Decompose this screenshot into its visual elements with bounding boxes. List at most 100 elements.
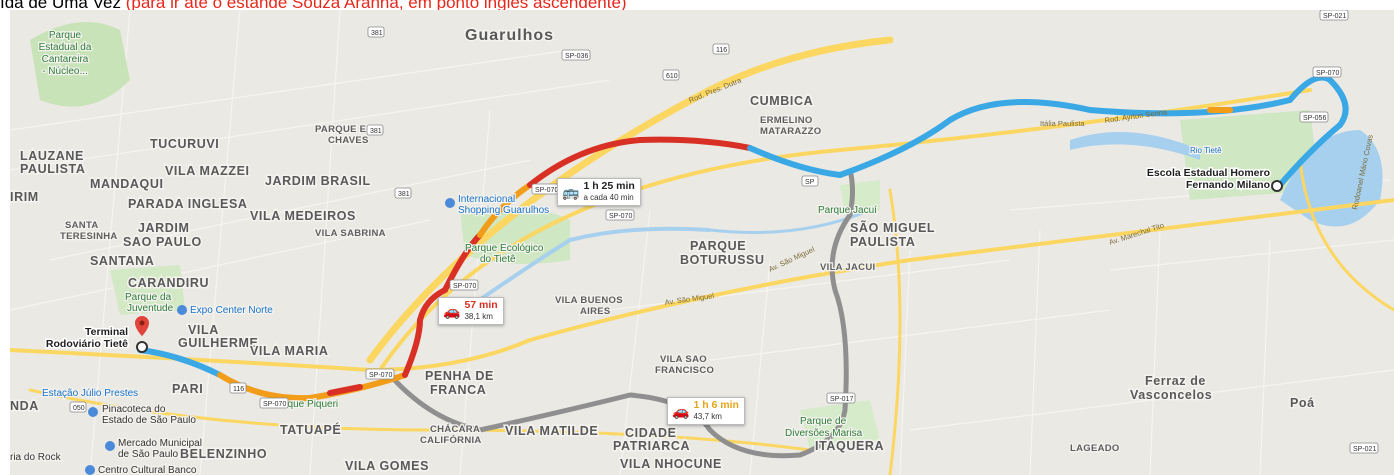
label-boturussu: BOTURUSSU xyxy=(680,253,765,267)
label-shopping-guarulhos: Shopping Guarulhos xyxy=(458,205,549,216)
svg-text:SP-070: SP-070 xyxy=(535,187,558,194)
origin-dot-icon[interactable] xyxy=(136,341,148,353)
highways xyxy=(8,36,1394,475)
park-labels: Parque Estadual da Cantareira - Núcleo..… xyxy=(37,29,878,441)
label-vila-sabrina: VILA SABRINA xyxy=(315,228,386,239)
route-primary-distance: 38,1 km xyxy=(464,312,493,321)
destination-pin[interactable]: Escola Estadual Homero Fernando Milano xyxy=(1145,166,1283,193)
svg-text:SP-017: SP-017 xyxy=(830,396,853,403)
label-vila-mazzei: VILA MAZZEI xyxy=(165,164,250,178)
shield-381-a: 381 xyxy=(367,26,385,38)
shield-sp070-f: SP-070 xyxy=(1312,66,1342,78)
svg-text:381: 381 xyxy=(371,30,383,37)
route-alt-time: 1 h 6 min xyxy=(693,399,739,411)
label-diversoes-marisa: Diversões Marisa xyxy=(785,428,863,439)
bus-icon: 🚌 xyxy=(562,184,580,200)
label-chaves: CHAVES xyxy=(328,135,369,146)
route-transit-frequency: a cada 40 min xyxy=(583,193,634,202)
label-mandaqui: MANDAQUI xyxy=(90,177,164,191)
label-guilherme: GUILHERME xyxy=(178,336,258,350)
shopping-icon[interactable] xyxy=(445,198,455,208)
label-parque-da: Parque da xyxy=(125,292,172,303)
shield-sp017: SP-017 xyxy=(826,392,856,404)
origin-marker-icon[interactable] xyxy=(135,316,149,336)
map-svg: Guarulhos CUMBICA ERMELINO MATARAZZO TUC… xyxy=(8,9,1394,475)
market-icon[interactable] xyxy=(105,441,115,451)
label-vila-buenos: VILA BUENOS xyxy=(555,295,623,306)
label-ferraz-de: Ferraz de xyxy=(1145,374,1206,388)
label-poa: Poá xyxy=(1290,396,1315,410)
image-caption: Ida de Uma Vez (para ir até o estande So… xyxy=(0,0,627,12)
alternate-route-line[interactable] xyxy=(388,169,855,459)
label-teresinha: TERESINHA xyxy=(60,231,118,242)
label-parque-estadual-2: Estadual da xyxy=(39,42,92,53)
destination-label-2: Fernando Milano xyxy=(1186,179,1270,191)
label-vila-jacui: VILA JACUI xyxy=(820,262,875,273)
destination-dot-icon[interactable] xyxy=(1271,180,1283,192)
label-aires: AIRES xyxy=(580,306,611,317)
label-cidade: CIDADE xyxy=(625,426,677,440)
route-primary-time: 57 min xyxy=(464,299,498,311)
label-sao-paulo: SAO PAULO xyxy=(123,235,202,249)
district-labels: Guarulhos CUMBICA ERMELINO MATARAZZO TUC… xyxy=(9,26,1316,475)
label-parada-inglesa: PARADA INGLESA xyxy=(128,197,248,211)
route-callout-alt[interactable]: 🚗 1 h 6 min 43,7 km xyxy=(667,397,745,425)
museum-icon[interactable] xyxy=(88,407,98,417)
shield-sp070-b: SP-070 xyxy=(605,209,635,221)
label-parque-estadual-3: Cantareira xyxy=(42,54,89,65)
road-italia-paulista: Itália Paulista xyxy=(1040,119,1085,128)
primary-route-line[interactable] xyxy=(137,74,1349,402)
label-pinacoteca: Pinacoteca do xyxy=(102,404,166,415)
label-vila-sao: VILA SAO xyxy=(660,354,707,365)
shield-sp056: SP-056 xyxy=(1299,111,1329,123)
label-juventude: Juventude xyxy=(127,303,174,314)
caption-note: (para ir até o estande Souza Aranha, em … xyxy=(125,0,627,12)
label-cumbica: CUMBICA xyxy=(750,94,813,108)
route-alt-distance: 43,7 km xyxy=(693,412,722,421)
shield-sp021-b: SP-021 xyxy=(1349,442,1379,454)
label-parque: PARQUE xyxy=(690,239,746,253)
label-lageado: LAGEADO xyxy=(1070,443,1120,454)
svg-text:SP: SP xyxy=(805,179,815,186)
svg-text:SP-070: SP-070 xyxy=(263,401,286,408)
label-parque-estadual-1: Parque xyxy=(49,30,82,41)
label-do-tiete: do Tietê xyxy=(480,254,516,265)
label-vila-matilde: VILA MATILDE xyxy=(505,424,598,438)
label-vasconcelos: Vasconcelos xyxy=(1130,388,1212,402)
label-santa: SANTA xyxy=(65,220,99,231)
shield-381-b: 381 xyxy=(366,124,384,136)
origin-label-1: Terminal xyxy=(85,326,128,338)
label-itaquera: ITAQUERA xyxy=(815,439,884,453)
shield-sp070-a: SP-070 xyxy=(531,183,561,195)
label-franca: FRANCA xyxy=(430,383,486,397)
label-parque-ecologico: Parque Ecológico xyxy=(465,243,544,254)
label-paulista-2: PAULISTA xyxy=(850,235,915,249)
label-galeria-do-rock: ria do Rock xyxy=(10,452,62,463)
svg-text:381: 381 xyxy=(370,128,382,135)
label-lauzane: LAUZANE xyxy=(20,149,84,163)
shield-381-c: 381 xyxy=(394,187,412,199)
map-canvas[interactable]: Guarulhos CUMBICA ERMELINO MATARAZZO TUC… xyxy=(8,9,1394,475)
label-vila: VILA xyxy=(188,323,219,337)
label-ermelino: ERMELINO xyxy=(760,115,813,126)
label-jardim-brasil: JARDIM BRASIL xyxy=(265,174,371,188)
route-callout-transit[interactable]: 🚌 1 h 25 min a cada 40 min xyxy=(557,178,641,206)
label-francisco: FRANCISCO xyxy=(655,365,714,376)
road-shields: 381 381 381 SP-036 116 610 SP-070 SP-070… xyxy=(69,9,1379,454)
expo-icon[interactable] xyxy=(177,305,187,315)
origin-label-2: Rodoviário Tietê xyxy=(46,338,128,350)
label-jardim: JARDIM xyxy=(138,221,190,235)
svg-text:381: 381 xyxy=(398,191,410,198)
shield-610: 610 xyxy=(662,69,680,81)
label-santana: SANTANA xyxy=(90,254,154,268)
shield-050: 050 xyxy=(69,401,87,413)
shield-sp070-d: SP-070 xyxy=(365,368,395,380)
culture-icon[interactable] xyxy=(85,465,95,475)
caption-prefix: Ida de Uma Vez xyxy=(0,0,121,12)
origin-pin[interactable]: Terminal Rodoviário Tietê xyxy=(44,316,149,353)
label-matarazzo: MATARAZZO xyxy=(760,126,821,137)
label-pari: PARI xyxy=(172,382,203,396)
label-carandiru: CARANDIRU xyxy=(128,276,209,290)
route-callout-primary[interactable]: 🚗 57 min 38,1 km xyxy=(438,297,504,325)
label-de-sao-paulo: de São Paulo xyxy=(118,449,178,460)
